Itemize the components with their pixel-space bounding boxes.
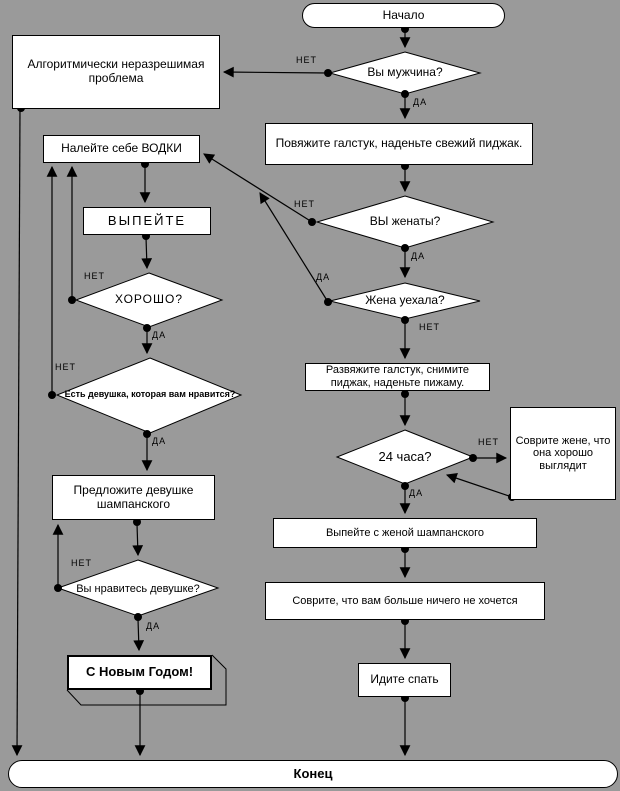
node-start: Начало xyxy=(302,3,505,28)
node-pour-vodka: Налейте себе ВОДКИ xyxy=(43,135,200,163)
node-champagne-with-wife: Выпейте с женой шампанского xyxy=(273,518,537,548)
node-happy-new-year: С Новым Годом! xyxy=(67,655,212,690)
node-unsolvable-problem: Алгоритмически неразрешимая проблема xyxy=(12,35,220,109)
node-untie: Развяжите галстук, снимите пиджак, наден… xyxy=(305,363,490,391)
node-offer-champagne: Предложите девушке шампанского xyxy=(52,475,215,520)
decision-girl-likes-you: Вы нравитесь девушке? xyxy=(76,582,200,595)
decision-male: Вы мужчина? xyxy=(367,65,443,80)
edge-label-no: НЕТ xyxy=(419,322,440,332)
decision-girl-you-like: Есть девушка, которая вам нравится? xyxy=(64,389,236,400)
edge-label-no: НЕТ xyxy=(84,271,105,281)
node-lie-nothing-more: Соврите, что вам больше ничего не хочетс… xyxy=(265,582,545,620)
edge-label-no: НЕТ xyxy=(296,55,317,65)
edge-label-yes: ДА xyxy=(409,488,424,498)
edge-label-no: НЕТ xyxy=(55,362,76,372)
edge-label-yes: ДА xyxy=(146,621,161,631)
edge-label-yes: ДА xyxy=(316,272,331,282)
node-drink: ВЫПЕЙТЕ xyxy=(83,207,211,235)
node-end: Конец xyxy=(8,760,618,788)
decision-married: ВЫ женаты? xyxy=(369,214,441,229)
decision-good: ХОРОШО? xyxy=(114,292,184,307)
node-lie-to-wife: Соврите жене, что она хорошо выглядит xyxy=(510,407,616,500)
edge-label-yes: ДА xyxy=(413,97,428,107)
decision-wife-away: Жена уехала? xyxy=(365,293,445,308)
edge-label-yes: ДА xyxy=(411,251,426,261)
edge-label-no: НЕТ xyxy=(294,199,315,209)
edge-label-yes: ДА xyxy=(152,436,167,446)
decision-24-hours: 24 часа? xyxy=(378,448,432,464)
edge-label-yes: ДА xyxy=(152,330,167,340)
edge-label-no: НЕТ xyxy=(478,437,499,447)
node-put-on-tie: Повяжите галстук, наденьте свежий пиджак… xyxy=(265,123,533,165)
node-go-to-sleep: Идите спать xyxy=(358,663,451,697)
edge-label-no: НЕТ xyxy=(71,558,92,568)
